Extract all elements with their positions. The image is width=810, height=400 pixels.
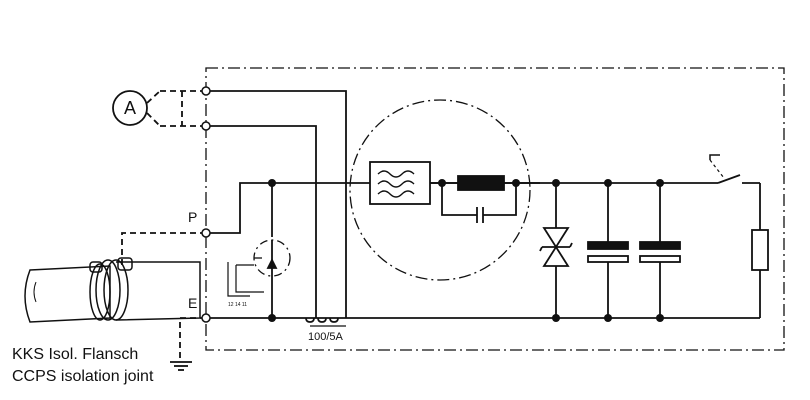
shunt-symbol <box>305 317 346 327</box>
ground-connection <box>170 317 206 371</box>
shunt-label: 100/5A <box>308 331 344 343</box>
relay-pin-label: 12 14 11 <box>228 302 247 308</box>
ammeter-wires <box>206 90 347 318</box>
caption-line-2: CCPS isolation joint <box>12 368 154 385</box>
inductor <box>457 175 505 191</box>
bypass-capacitor <box>441 183 517 223</box>
enclosure-boundary <box>205 67 785 351</box>
ammeter-symbol <box>112 90 206 127</box>
terminal-p-label: P <box>188 209 197 225</box>
capacitor-1 <box>587 183 629 318</box>
filter-unit-boundary <box>349 99 531 281</box>
ammeter-label: A <box>124 98 136 118</box>
surge-diode <box>539 183 573 318</box>
filter-symbol <box>369 161 431 205</box>
load-resistor <box>751 229 769 271</box>
terminal-e-label: E <box>188 295 197 311</box>
manual-switch <box>700 154 761 230</box>
terminal-circles <box>201 86 211 323</box>
junction-dots <box>268 179 664 322</box>
relay-contact <box>227 183 291 318</box>
capacitor-2 <box>639 183 681 318</box>
pipe-flange <box>24 257 201 323</box>
caption-line-1: KKS Isol. Flansch <box>12 346 139 363</box>
top-bus-wire <box>206 182 370 234</box>
wire-p-to-pipe <box>121 232 206 268</box>
